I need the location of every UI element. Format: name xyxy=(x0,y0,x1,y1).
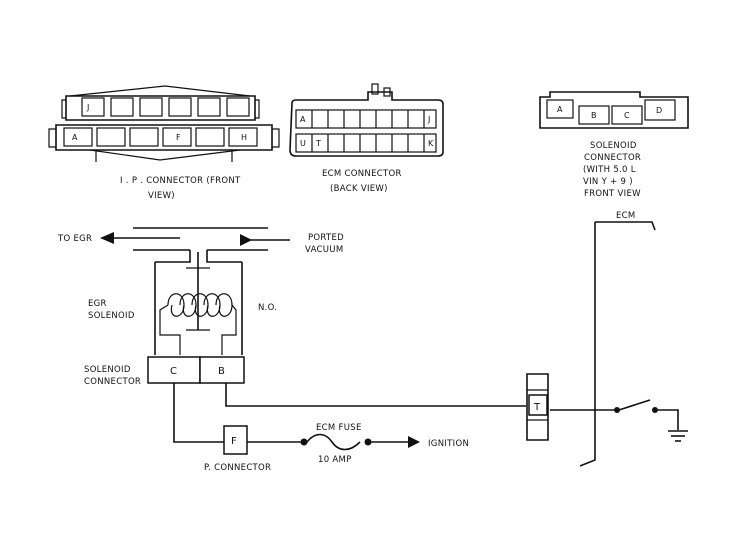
wires xyxy=(173,221,656,467)
sol-pin-c: C xyxy=(624,111,630,120)
ecm-pin-k: K xyxy=(428,139,434,148)
sol-caption-2: CONNECTOR xyxy=(584,153,641,163)
fuse-rating: 10 AMP xyxy=(318,455,352,465)
sol-caption-5: FRONT VIEW xyxy=(584,189,641,199)
ported-label-line2: VACUUM xyxy=(305,245,343,255)
ignition-arrow-icon xyxy=(408,436,420,448)
sol-caption-4: VIN Y + 9 ) xyxy=(583,177,633,187)
egr-label-line2: SOLENOID xyxy=(88,311,135,321)
vacuum-flow: TO EGR PORTED VACUUM xyxy=(57,227,344,255)
ip-pin-f: F xyxy=(176,133,181,142)
sol-pin-d: D xyxy=(656,106,662,115)
sol-caption-3: (WITH 5.0 L xyxy=(583,165,636,175)
egr-solenoid: EGR SOLENOID N.O. xyxy=(88,250,277,355)
ip-caption-line2: VIEW) xyxy=(148,191,175,201)
to-egr-arrow-icon xyxy=(100,232,114,244)
ip-small-pin-f: F xyxy=(231,436,237,447)
ignition-label: IGNITION xyxy=(428,439,469,449)
sol-pin-b: B xyxy=(591,111,597,120)
fuse-label: ECM FUSE xyxy=(316,423,362,433)
ported-vacuum-arrow-icon xyxy=(240,234,252,246)
sol-caption-1: SOLENOID xyxy=(590,141,637,151)
ecm-label: ECM xyxy=(616,211,636,221)
ip-pin-j: J xyxy=(86,103,89,112)
ecm-fuse: ECM FUSE 10 AMP IGNITION xyxy=(300,423,469,465)
normally-open-label: N.O. xyxy=(258,303,277,313)
ecm-pin-t: T xyxy=(315,139,321,148)
ecm-connector: A J U T K ECM CONNECTOR (BACK VIEW) xyxy=(289,83,444,194)
ported-label-line1: PORTED xyxy=(308,233,344,243)
ip-connector: J A F H I . P . CONNECTOR (FRONT VIEW) xyxy=(48,85,280,201)
connector-pin-c: C xyxy=(170,366,177,377)
sol-pin-a: A xyxy=(557,105,563,114)
ip-small-connector: F P. CONNECTOR xyxy=(204,425,271,473)
ecm-pin-t-label: T xyxy=(533,402,541,413)
ip-small-label: P. CONNECTOR xyxy=(204,463,271,473)
solenoid-connector-front-view: A B C D SOLENOID CONNECTOR (WITH 5.0 L V… xyxy=(539,91,689,199)
ip-pin-a: A xyxy=(72,133,78,142)
ip-pin-h: H xyxy=(241,133,247,142)
sol-conn-label-line2: CONNECTOR xyxy=(84,377,141,387)
ecm-pin-j: J xyxy=(427,115,430,124)
ecm-caption-line1: ECM CONNECTOR xyxy=(322,169,402,179)
ecm-terminal: T ECM xyxy=(526,211,636,441)
ground-switch xyxy=(614,399,688,442)
ecm-pin-u: U xyxy=(300,139,306,148)
sol-conn-label-line1: SOLENOID xyxy=(84,365,131,375)
to-egr-label: TO EGR xyxy=(57,234,92,244)
ecm-caption-line2: (BACK VIEW) xyxy=(330,184,388,194)
solenoid-connector-cb: C B SOLENOID CONNECTOR xyxy=(84,356,245,387)
ecm-pin-a: A xyxy=(300,115,306,124)
egr-label-line1: EGR xyxy=(88,299,107,309)
connector-pin-b: B xyxy=(218,366,225,377)
ip-caption-line1: I . P . CONNECTOR (FRONT xyxy=(120,176,241,186)
